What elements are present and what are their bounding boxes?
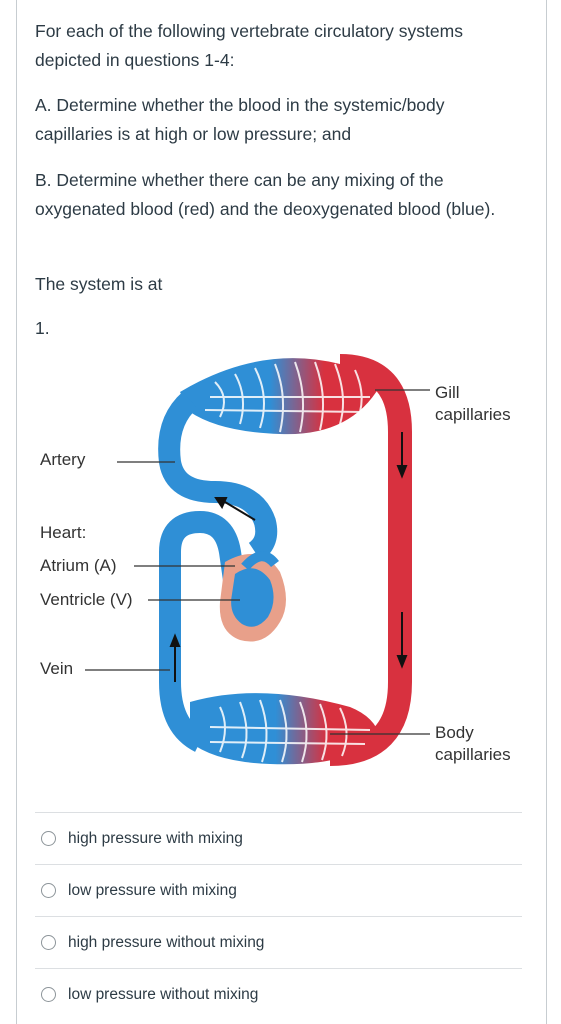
vein-label: Vein <box>40 659 74 678</box>
circulatory-diagram-graphic <box>85 354 430 766</box>
frame-right-border <box>546 0 547 1024</box>
answer-label: high pressure without mixing <box>68 933 265 951</box>
radio-button[interactable] <box>41 831 56 846</box>
artery-vessel <box>329 354 412 766</box>
leader-lines <box>85 389 430 735</box>
ventricle-label: Ventricle (V) <box>40 590 133 609</box>
ventricle-shape <box>231 568 274 627</box>
atrium-label: Atrium (A) <box>40 556 117 575</box>
vein-heart-vessel <box>159 510 246 662</box>
artery-label: Artery <box>40 450 86 469</box>
answer-label: low pressure with mixing <box>68 881 237 899</box>
answer-label: high pressure with mixing <box>68 829 243 847</box>
radio-button[interactable] <box>41 935 56 950</box>
radio-button[interactable] <box>41 987 56 1002</box>
answer-list: high pressure with mixing low pressure w… <box>35 812 522 1020</box>
question-intro: For each of the following vertebrate cir… <box>35 21 463 70</box>
answer-option[interactable]: low pressure without mixing <box>35 968 522 1020</box>
question-number: 1. <box>35 318 50 338</box>
answer-label: low pressure without mixing <box>68 985 259 1003</box>
answer-option[interactable]: high pressure without mixing <box>35 916 522 968</box>
frame-left-border <box>16 0 17 1024</box>
answer-option[interactable]: low pressure with mixing <box>35 864 522 916</box>
heart-label: Heart: <box>40 523 87 542</box>
flow-arrows <box>169 432 408 682</box>
question-part-b: B. Determine whether there can be any mi… <box>35 170 496 219</box>
answer-option[interactable]: high pressure with mixing <box>35 812 522 864</box>
radio-button[interactable] <box>41 883 56 898</box>
artery-upper-vessel <box>158 391 278 562</box>
question-system-text: The system is at <box>35 274 163 294</box>
question-part-a: A. Determine whether the blood in the sy… <box>35 95 445 144</box>
